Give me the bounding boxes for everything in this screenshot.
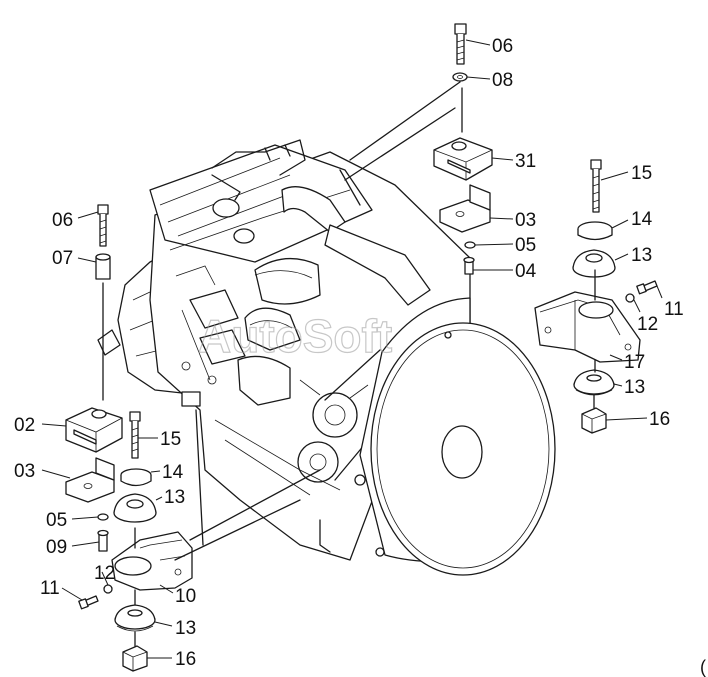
callout-15-left: 15 (160, 429, 181, 450)
callout-08: 08 (492, 70, 513, 91)
callout-13-right-lower: 13 (624, 377, 645, 398)
nut-16-left (122, 645, 148, 672)
cushion-14-right (577, 221, 613, 241)
callout-17: 17 (624, 352, 645, 373)
watermark: AutoSoft (198, 310, 392, 362)
bolt-09 (97, 529, 109, 552)
bolt-11-right (636, 280, 658, 295)
assembly-line-right-stack (593, 269, 596, 409)
bolt-06-left (97, 204, 109, 247)
callout-16-right: 16 (649, 409, 670, 430)
assembly-line-top (349, 81, 461, 161)
bolt-11-left (78, 595, 99, 610)
callout-12-right: 12 (637, 314, 658, 335)
washer-12-left (103, 584, 113, 594)
callout-05-left: 05 (46, 510, 67, 531)
bolt-15-right (590, 159, 602, 213)
mount-13-left-lower (114, 604, 156, 632)
callout-07: 07 (52, 248, 73, 269)
nut-16-right (581, 407, 607, 434)
callout-10: 10 (175, 586, 196, 607)
bracket-31 (433, 137, 493, 181)
callout-02: 02 (14, 415, 35, 436)
callout-16-left: 16 (175, 649, 196, 670)
mount-13-left-upper (113, 493, 157, 523)
callout-13-left-upper: 13 (164, 487, 185, 508)
callout-05-right: 05 (515, 235, 536, 256)
callouts: 06 08 31 03 05 04 15 14 13 11 12 17 13 1… (14, 36, 684, 670)
bracket-10 (111, 531, 193, 591)
edge-mark: ( (700, 657, 706, 677)
flywheel (354, 297, 556, 576)
callout-04: 04 (515, 261, 537, 282)
washer-05-right (464, 241, 476, 249)
leader-lines (41, 39, 663, 659)
callout-11-left: 11 (40, 578, 60, 599)
callout-15-right: 15 (631, 163, 652, 184)
bolt-04 (463, 256, 475, 275)
callout-06-left: 06 (52, 210, 73, 231)
engine-foot-left (97, 329, 121, 356)
callout-03-left: 03 (14, 461, 35, 482)
callout-13-left-lower: 13 (175, 618, 196, 639)
assembly-line-left-bracket-2 (174, 499, 301, 561)
mount-pad-02 (65, 407, 123, 453)
callout-06-top: 06 (492, 36, 513, 57)
assembly-line-top-2 (344, 107, 456, 181)
callout-14-left: 14 (162, 462, 184, 483)
washer-08 (452, 72, 468, 82)
bracket-03-left (65, 457, 115, 503)
callout-12-left: 12 (94, 563, 115, 584)
callout-14-right: 14 (631, 209, 653, 230)
bracket-17 (534, 291, 641, 363)
bracket-03-right (439, 184, 491, 233)
mount-13-right-lower (573, 369, 615, 396)
spacer-07 (95, 253, 111, 280)
cushion-14-left (120, 468, 152, 487)
callout-11-right: 11 (664, 299, 684, 320)
callout-13-right-upper: 13 (631, 245, 652, 266)
washer-12-right (625, 293, 635, 303)
callout-09: 09 (46, 537, 67, 558)
mount-13-right-upper (572, 249, 616, 278)
bolt-15-left (129, 411, 141, 459)
callout-31: 31 (515, 151, 536, 172)
bolt-06-top (454, 23, 467, 65)
washer-05-left (97, 513, 109, 521)
callout-03-right: 03 (515, 210, 536, 231)
assembly-line-left-bracket (189, 469, 321, 541)
